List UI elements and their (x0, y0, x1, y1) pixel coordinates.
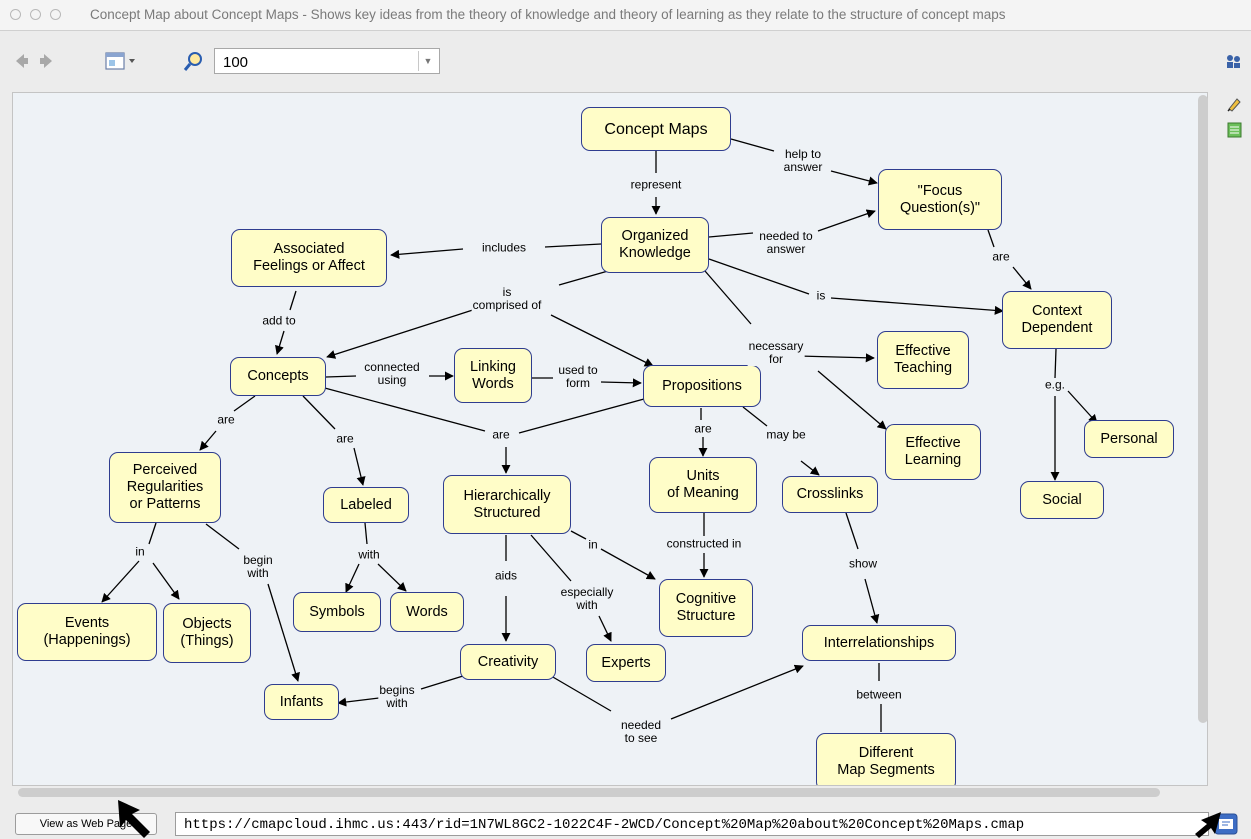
link-label: in (587, 537, 599, 552)
pencil-icon[interactable] (1226, 96, 1242, 112)
concept-node[interactable]: Crosslinks (782, 476, 878, 513)
concept-node[interactable]: Propositions (643, 365, 761, 407)
concept-node[interactable]: Objects (Things) (163, 603, 251, 663)
concept-node[interactable]: Effective Teaching (877, 331, 969, 389)
link-label: connected using (363, 360, 421, 387)
link-label: are (693, 421, 713, 436)
close-window-button[interactable] (10, 9, 21, 20)
concept-node[interactable]: Organized Knowledge (601, 217, 709, 273)
concept-node[interactable]: Labeled (323, 487, 409, 523)
concept-node[interactable]: Linking Words (454, 348, 532, 403)
link-label: are (491, 427, 511, 442)
concept-map-canvas[interactable]: Concept Maps "Focus Question(s)" Organiz… (12, 92, 1208, 786)
pointer-arrow-icon (118, 800, 150, 838)
title-bar: Concept Map about Concept Maps - Shows k… (0, 0, 1251, 31)
concept-node[interactable]: Experts (586, 644, 666, 682)
concept-node[interactable]: "Focus Question(s)" (878, 169, 1002, 230)
link-label: show (847, 556, 879, 571)
open-link-icon[interactable] (1214, 813, 1238, 835)
horizontal-scrollbar[interactable] (18, 788, 1160, 797)
dropdown-icon[interactable]: ▼ (418, 51, 437, 71)
concept-node[interactable]: Creativity (460, 644, 556, 680)
concept-node[interactable]: Personal (1084, 420, 1174, 458)
concept-node[interactable]: Events (Happenings) (17, 603, 157, 661)
vertical-scrollbar[interactable] (1198, 95, 1208, 723)
pointer-arrow-icon (1195, 812, 1221, 838)
link-label: needed to answer (758, 229, 814, 256)
concept-node[interactable]: Interrelationships (802, 625, 956, 661)
link-label: is comprised of (471, 285, 543, 312)
link-label: begins with (378, 683, 416, 710)
concept-node[interactable]: Words (390, 592, 464, 632)
link-label: begin with (242, 553, 274, 580)
zoom-window-button[interactable] (50, 9, 61, 20)
concept-node[interactable]: Symbols (293, 592, 381, 632)
concept-node[interactable]: Concept Maps (581, 107, 731, 151)
concept-node[interactable]: Concepts (230, 357, 326, 396)
concept-node[interactable]: Context Dependent (1002, 291, 1112, 349)
forward-arrow-icon[interactable] (34, 52, 54, 70)
zoom-combo[interactable]: ▼ (214, 48, 440, 74)
link-label: between (855, 687, 903, 702)
link-label: represent (629, 177, 683, 192)
link-label: are (216, 412, 236, 427)
concept-node[interactable]: Infants (264, 684, 339, 720)
zoom-input[interactable] (221, 51, 405, 73)
view-menu-icon[interactable] (104, 50, 138, 72)
concept-node[interactable]: Hierarchically Structured (443, 475, 571, 534)
concept-node[interactable]: Cognitive Structure (659, 579, 753, 637)
link-label: necessary for (747, 339, 805, 366)
link-label: with (357, 547, 381, 562)
back-arrow-icon[interactable] (14, 52, 50, 70)
concept-node[interactable]: Units of Meaning (649, 457, 757, 513)
url-field[interactable] (175, 812, 1209, 836)
link-label: used to form (557, 363, 599, 390)
link-label: is (815, 288, 827, 303)
url-input[interactable] (182, 814, 1206, 836)
link-label: help to answer (782, 147, 824, 174)
list-view-icon[interactable] (1227, 122, 1243, 138)
minimize-window-button[interactable] (30, 9, 41, 20)
link-label: in (134, 544, 146, 559)
concept-node[interactable]: Effective Learning (885, 424, 981, 480)
concept-node[interactable]: Perceived Regularities or Patterns (109, 452, 221, 523)
zoom-magnifier-icon[interactable] (183, 50, 205, 72)
link-label: especially with (559, 585, 615, 612)
link-label: may be (765, 427, 807, 442)
link-label: e.g. (1043, 377, 1067, 392)
link-label: constructed in (665, 536, 743, 551)
window-title: Concept Map about Concept Maps - Shows k… (90, 7, 1006, 22)
concept-node[interactable]: Social (1020, 481, 1104, 519)
link-label: needed to see (619, 718, 663, 745)
collaborate-icon[interactable] (1225, 53, 1243, 69)
link-label: includes (480, 240, 528, 255)
link-label: are (335, 431, 355, 446)
link-label: add to (261, 313, 297, 328)
toolbar (0, 31, 1251, 91)
link-label: are (991, 249, 1011, 264)
link-label: aids (493, 568, 519, 583)
concept-node[interactable]: Associated Feelings or Affect (231, 229, 387, 287)
concept-node[interactable]: Different Map Segments (816, 733, 956, 785)
